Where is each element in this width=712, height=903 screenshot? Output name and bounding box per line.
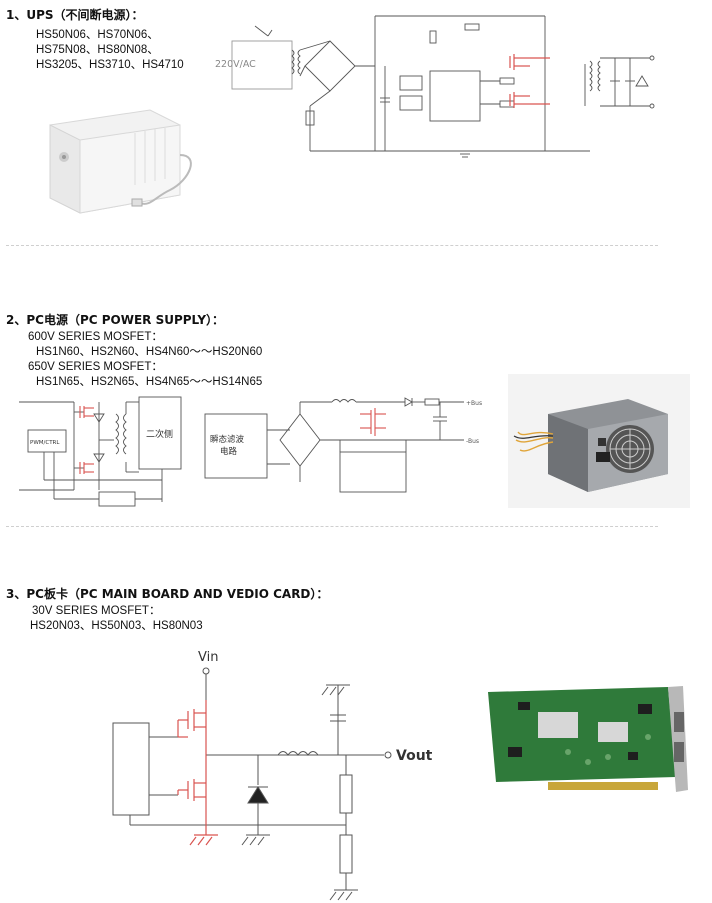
mosfet-highlight <box>360 408 386 436</box>
part-line: HS1N65、HS2N65、HS4N65～～HS14N65 <box>36 376 263 388</box>
ups-device-photo <box>49 109 192 214</box>
part-line: HS50N06、HS70N06、 <box>36 29 159 41</box>
mosfet-highlight <box>177 700 218 846</box>
section-mainboard-title: 3、PC板卡（PC MAIN BOARD AND VEDIO CARD）： <box>6 587 329 601</box>
filter-circuit-label-2: 电路 <box>220 446 238 457</box>
bus-plus-label: +Bus <box>466 400 482 407</box>
ups-schematic: 220V/AC <box>215 15 655 158</box>
vout-label: Vout <box>396 748 433 764</box>
buck-converter-schematic: Vin Vout <box>112 650 433 901</box>
part-line: HS3205、HS3710、HS4710 <box>36 59 184 71</box>
section-mainboard-parts: 30V SERIES MOSFET： HS20N03、HS50N03、HS80N… <box>30 604 203 634</box>
bus-minus-label: -Bus <box>466 438 479 445</box>
psu-primary-schematic: PWM/CTRL 二次侧 <box>19 396 182 507</box>
section-psu-title: 2、PC电源（PC POWER SUPPLY）： <box>6 313 225 327</box>
section-divider <box>6 526 658 527</box>
pc-power-supply-photo <box>508 374 690 508</box>
part-line: 30V SERIES MOSFET： <box>32 605 161 617</box>
psu-filter-schematic: 瞬态滤波 电路 +Bus -Bus <box>204 397 482 493</box>
mosfet-highlight <box>79 406 94 474</box>
part-line: 650V SERIES MOSFET： <box>28 361 163 373</box>
secondary-side-label: 二次侧 <box>146 428 173 440</box>
graphics-card-photo <box>488 686 688 792</box>
filter-circuit-label-1: 瞬态滤波 <box>210 434 245 445</box>
ups-input-label: 220V/AC <box>215 59 256 70</box>
part-line: HS20N03、HS50N03、HS80N03 <box>30 620 203 632</box>
section-ups-title: 1、UPS（不间断电源）： <box>6 8 144 22</box>
section-divider <box>6 245 658 246</box>
section-ups-parts: HS50N06、HS70N06、 HS75N08、HS80N08、 HS3205… <box>36 28 184 73</box>
part-line: HS1N60、HS2N60、HS4N60～～HS20N60 <box>36 346 263 358</box>
pwm-controller-label: PWM/CTRL <box>30 440 60 446</box>
section-psu-parts: 600V SERIES MOSFET： HS1N60、HS2N60、HS4N60… <box>28 330 262 390</box>
mosfet-highlight <box>509 54 550 108</box>
part-line: HS75N08、HS80N08、 <box>36 44 159 56</box>
vin-label: Vin <box>198 650 218 665</box>
part-line: 600V SERIES MOSFET： <box>28 331 163 343</box>
